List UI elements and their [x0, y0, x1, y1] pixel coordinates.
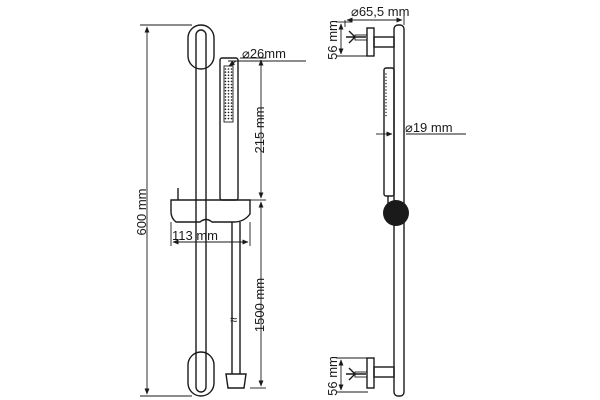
spray-hole-dot: [224, 99, 227, 101]
rail-diameter-label: ⌀19 mm: [405, 120, 453, 135]
height-label: 600 mm: [134, 189, 149, 236]
spray-hole-dot: [230, 71, 233, 73]
spray-hole-dot: [224, 108, 227, 111]
spray-hole-dot: [230, 68, 233, 70]
spray-hole-dot: [227, 111, 230, 114]
top-bracket: [346, 27, 395, 57]
handshower-length: 215 mm: [240, 57, 267, 201]
top-bracket-depth: 56 mm: [325, 20, 368, 60]
spray-hole-dot: [227, 108, 230, 111]
spray-hole-dot: [385, 105, 387, 107]
spray-hole-dot: [230, 74, 233, 76]
hose-break-mark: ≈: [230, 312, 237, 327]
spray-hole-dot: [227, 96, 230, 98]
spray-hole-dot: [230, 105, 233, 107]
spray-hole-dot: [227, 102, 230, 104]
spray-hole-dot: [230, 89, 233, 92]
spray-hole-dot: [385, 73, 387, 75]
spray-hole-dot: [385, 95, 387, 98]
bottom-wall-rose: [187, 351, 215, 397]
spray-hole-dot: [227, 83, 230, 86]
spray-hole-dot: [224, 86, 227, 89]
spray-hole-dot: [230, 99, 233, 101]
spray-hole-dot: [224, 111, 227, 114]
slide-rail: [195, 29, 207, 393]
spray-hole-dot: [385, 102, 387, 104]
spray-hole-dot: [227, 77, 230, 80]
spray-hole-dot: [227, 99, 230, 101]
spray-hole-dot: [230, 96, 233, 98]
spray-hole-dot: [224, 77, 227, 80]
hose-length: 1500 mm: [250, 201, 267, 389]
spray-hole-dot: [385, 76, 387, 78]
spray-hole-dot: [230, 117, 233, 120]
offset-dimension: 113 mm: [170, 222, 251, 246]
spray-hole-dot: [227, 86, 230, 89]
spray-hole-dot: [227, 89, 230, 92]
top-wall-rose: [187, 24, 215, 70]
spray-hole-dot: [224, 80, 227, 83]
spray-hole-dot: [227, 93, 230, 95]
spray-hole-dot: [385, 108, 387, 110]
spray-hole-dot: [230, 111, 233, 114]
spray-hole-dot: [385, 114, 387, 117]
spray-hole-dot: [224, 74, 227, 76]
spray-hole-dot: [230, 102, 233, 104]
handshower-diameter-label: ⌀26mm: [242, 46, 286, 61]
spray-hole-dot: [224, 93, 227, 95]
spray-hole-dot: [230, 77, 233, 80]
hose-connector: [225, 373, 247, 389]
spray-hole-dot: [385, 89, 387, 91]
side-view: ⌀65,5 mm ⌀19 mm 56 mm 56 mm: [325, 4, 466, 397]
spray-hole-dot: [230, 86, 233, 89]
shower-hose: ≈: [225, 222, 247, 389]
spray-hole-dot: [224, 96, 227, 98]
handshower-side: [383, 67, 395, 197]
spray-hole-dot: [224, 114, 227, 117]
rail-diameter: ⌀19 mm: [376, 120, 466, 137]
spray-hole-dot: [385, 92, 387, 94]
spray-hole-dot: [224, 117, 227, 120]
spray-hole-dot: [227, 105, 230, 107]
spray-hole-dot: [224, 83, 227, 86]
spray-hole-dot: [224, 89, 227, 92]
spray-hole-dot: [385, 86, 387, 88]
spray-hole-dot: [385, 111, 387, 114]
spray-hole-dot: [227, 74, 230, 76]
spray-hole-dot: [224, 102, 227, 104]
spray-hole-dot: [230, 93, 233, 95]
spray-hole-dot: [224, 71, 227, 73]
spray-hole-dot: [227, 114, 230, 117]
spray-hole-dot: [385, 82, 387, 85]
slider-holder: [170, 188, 251, 223]
slider-knob: [383, 200, 409, 226]
spray-hole-dot: [230, 114, 233, 117]
top-bracket-depth-label: 56 mm: [325, 20, 340, 60]
bottom-bracket-depth-label: 56 mm: [325, 356, 340, 396]
handshower-diameter: ⌀26mm: [228, 46, 306, 67]
handshower-length-label: 215 mm: [252, 107, 267, 154]
bottom-bracket: [346, 357, 395, 389]
hand-shower: [219, 57, 239, 201]
spray-hole-dot: [224, 105, 227, 107]
front-view: ≈ 600 mm 113 mm ⌀26mm 215 mm: [134, 24, 306, 397]
rose-diameter-label: ⌀65,5 mm: [351, 4, 409, 19]
height-dimension: 600 mm: [134, 24, 192, 397]
spray-hole-dot: [230, 80, 233, 83]
spray-hole-dot: [385, 98, 387, 101]
offset-label: 113 mm: [172, 228, 218, 243]
spray-hole-dot: [230, 108, 233, 111]
spray-hole-dot: [230, 83, 233, 86]
spray-hole-dot: [227, 80, 230, 83]
spray-hole-dot: [227, 68, 230, 70]
spray-hole-dot: [227, 71, 230, 73]
spray-hole-dot: [385, 79, 387, 82]
hose-length-label: 1500 mm: [252, 278, 267, 332]
rose-diameter: ⌀65,5 mm: [344, 4, 409, 27]
spray-hole-dot: [227, 117, 230, 120]
bottom-bracket-depth: 56 mm: [325, 356, 368, 396]
spray-hole-dot: [224, 68, 227, 70]
